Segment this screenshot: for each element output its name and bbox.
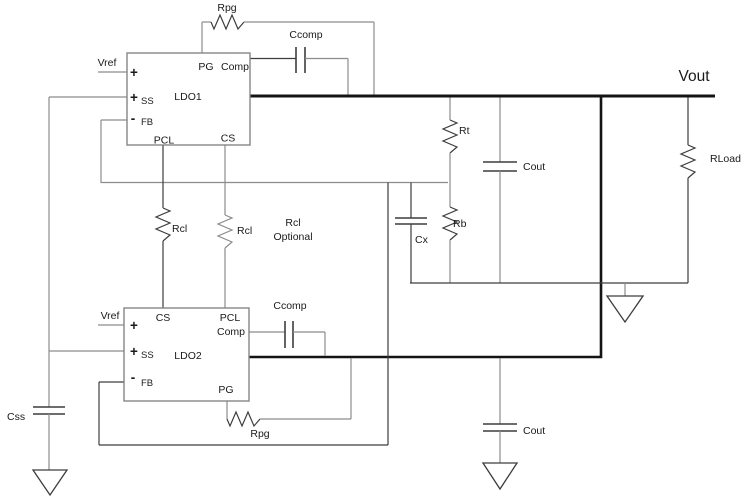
rb-resistor — [441, 206, 459, 241]
ldo2-ss-plus-label: + — [130, 344, 138, 359]
cout1-label: Cout — [523, 161, 545, 173]
ccomp2-label: Ccomp — [273, 300, 306, 312]
ldo2-output-bus — [249, 96, 603, 359]
rpg2-label: Rpg — [250, 428, 269, 440]
css-label: Css — [7, 411, 25, 423]
rcl-note-line1: Rcl — [285, 217, 300, 229]
ldo2-fb-minus-label: - — [131, 370, 136, 385]
ccomp1-label: Ccomp — [289, 29, 322, 41]
rcl1-label: Rcl — [172, 223, 187, 235]
rb-label: Rb — [453, 218, 467, 230]
ldo2-cs-pin-label: CS — [156, 312, 171, 324]
ldo1-pg-pin-label: PG — [198, 61, 213, 73]
ldo2-ss-pin-label: SS — [141, 350, 154, 361]
ground1-symbol — [605, 295, 645, 324]
cout2-label: Cout — [523, 425, 545, 437]
vout-label: Vout — [678, 68, 710, 85]
ldo1-pcl-pin-label: PCL — [154, 135, 175, 147]
rcl2-resistor — [216, 214, 234, 249]
rt-label: Rt — [459, 125, 470, 137]
ldo2-box — [123, 307, 250, 402]
rload-resistor — [679, 144, 697, 179]
rcl1-resistor — [154, 207, 172, 242]
ldo2-comp-pin-label: Comp — [217, 326, 245, 338]
ldo1-plus-pin-label: + — [130, 65, 138, 80]
ldo2-fb-pin-label: FB — [141, 378, 153, 389]
rcl-note-line2: Optional — [273, 231, 312, 243]
rt-resistor — [441, 119, 459, 154]
ldo1-vref-label: Vref — [98, 57, 117, 69]
rcl2-label: Rcl — [237, 225, 252, 237]
ldo1-cs-pin-label: CS — [221, 133, 236, 145]
rpg1-label: Rpg — [217, 2, 236, 14]
ldo1-ss-pin-label: SS — [141, 96, 154, 107]
ldo1-box — [126, 52, 251, 146]
ldo2-pg-pin-label: PG — [218, 384, 233, 396]
ldo1-fb-pin-label: FB — [141, 117, 153, 128]
rpg2-resistor — [226, 410, 261, 428]
ldo2-plus-pin-label: + — [130, 318, 138, 333]
ldo2-name: LDO2 — [174, 350, 202, 362]
ground3-symbol — [31, 469, 69, 497]
ldo1-fb-minus-label: - — [131, 111, 136, 126]
rload-label: RLoad — [710, 153, 741, 165]
ground2-symbol — [481, 462, 519, 491]
rpg1-resistor — [210, 13, 245, 31]
ldo1-ss-plus-label: + — [130, 90, 138, 105]
ldo2-vref-label: Vref — [101, 310, 120, 322]
ldo1-name: LDO1 — [174, 91, 202, 103]
ldo1-comp-pin-label: Comp — [221, 61, 249, 73]
cx-label: Cx — [415, 234, 429, 246]
ldo2-pcl-pin-label: PCL — [220, 312, 241, 324]
